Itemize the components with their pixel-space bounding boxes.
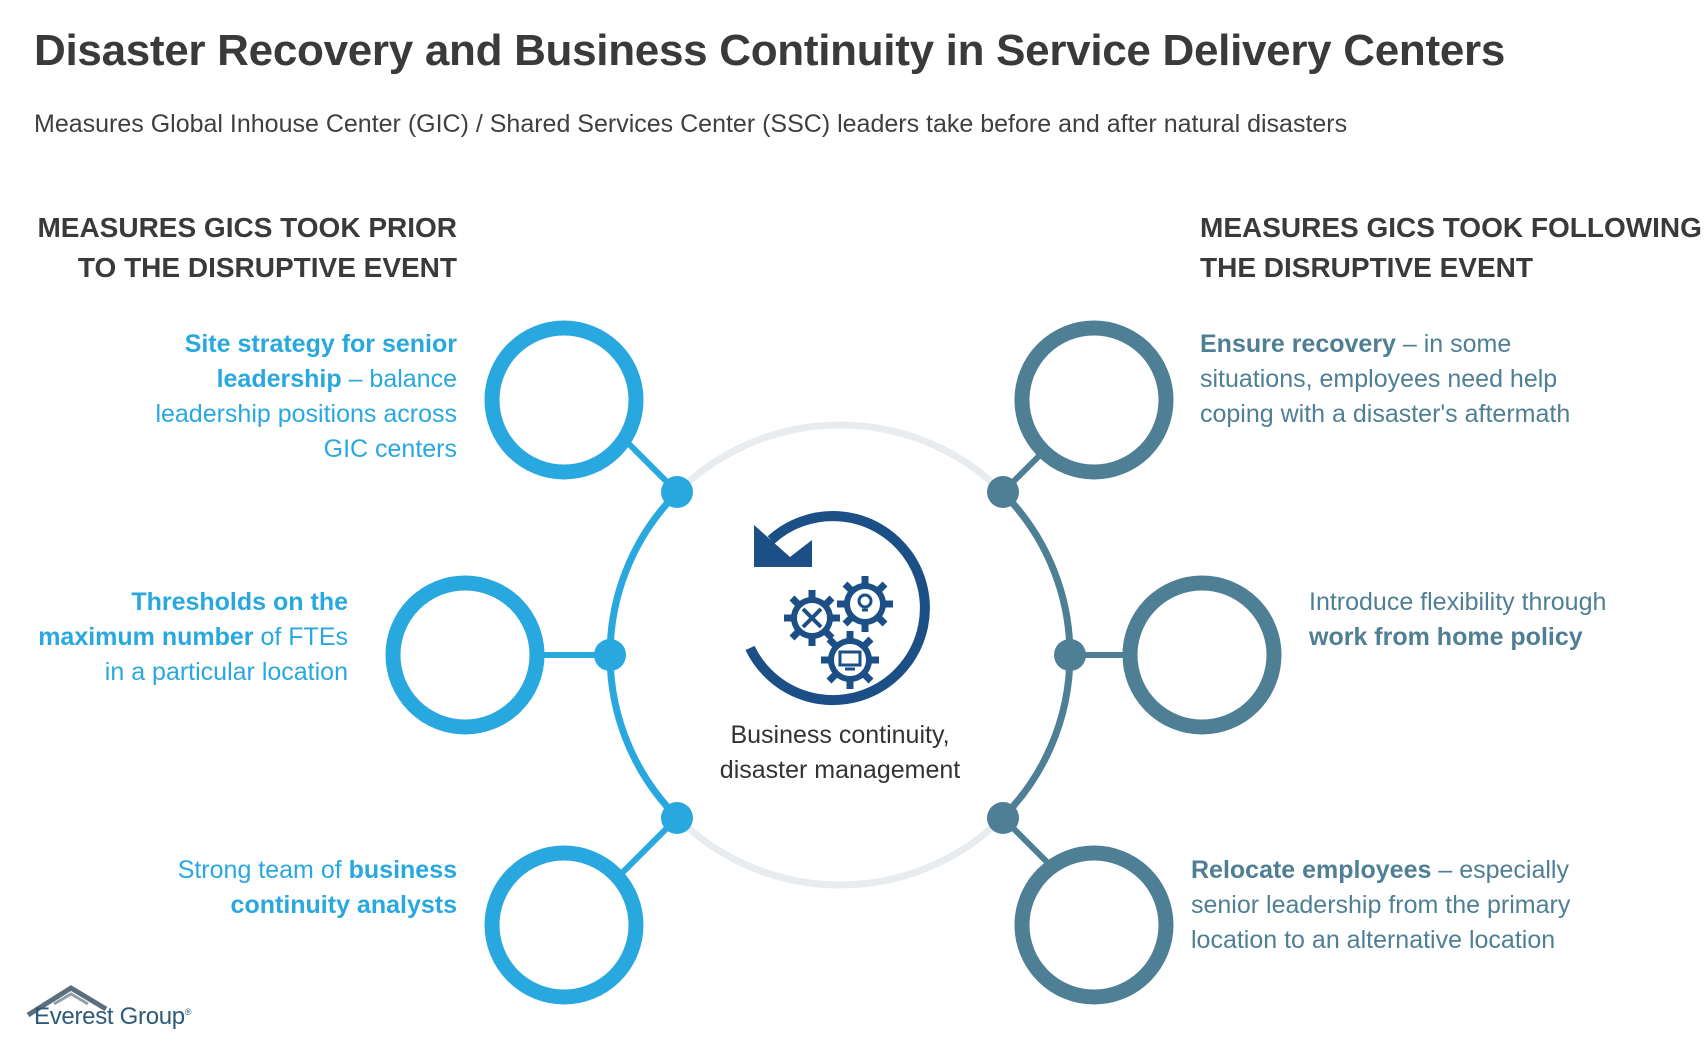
ring-left-3 [484,845,644,1005]
page-title: Disaster Recovery and Business Continuit… [34,26,1506,75]
left-item-bc-analysts: Strong team of business continuity analy… [127,853,457,923]
right-item-1-bold: Ensure recovery [1200,330,1396,358]
right-item-3-bold: Relocate employees [1191,856,1432,884]
center-label: Business continuity, disaster management [690,718,990,788]
left-item-3-bold: business continuity analysts [230,856,457,919]
left-heading-line-2: TO THE DISRUPTIVE EVENT [77,252,457,283]
brand-registered-mark: ® [184,1007,192,1017]
left-item-2-bold: Thresholds on the maximum number [38,588,348,651]
junction-left-2 [594,639,626,671]
right-column-heading: MEASURES GICS TOOK FOLLOWING THE DISRUPT… [1200,208,1702,288]
right-item-relocate: Relocate employees – especially senior l… [1191,853,1621,958]
right-heading-line-1: MEASURES GICS TOOK FOLLOWING [1200,212,1702,243]
junction-left-3 [661,802,693,834]
left-item-site-strategy: Site strategy for senior leadership – ba… [127,327,457,467]
center-label-line-1: Business continuity, [730,721,950,749]
left-item-1-bold: Site strategy for senior leadership [184,330,457,393]
right-item-1-text: – in some situations, employees need hel… [1200,330,1571,428]
junction-right-3 [987,802,1019,834]
brand-name: Everest Group [34,1003,185,1030]
cycle-gears-icon [745,511,930,706]
junction-right-1 [987,476,1019,508]
brand-wordmark: Everest Group® [34,1003,192,1031]
left-heading-line-1: MEASURES GICS TOOK PRIOR [37,212,457,243]
left-column-heading: MEASURES GICS TOOK PRIOR TO THE DISRUPTI… [37,208,457,288]
left-item-2-text: of FTEs in a particular location [104,623,348,686]
center-label-line-2: disaster management [719,756,961,784]
right-item-2-bold: work from home policy [1309,623,1583,651]
ring-left-2 [385,575,545,735]
everest-mountain-logo-icon [26,985,108,1018]
right-item-2-text: Introduce flexibility through [1309,588,1607,616]
ring-right-2 [1122,575,1282,735]
junction-left-1 [661,476,693,508]
right-item-work-from-home: Introduce flexibility through work from … [1309,585,1609,655]
right-heading-line-2: THE DISRUPTIVE EVENT [1200,252,1533,283]
right-item-3-text: – especially senior leadership from the … [1191,856,1571,954]
ring-right-3 [1014,845,1174,1005]
right-item-ensure-recovery: Ensure recovery – in some situations, em… [1200,327,1630,432]
ring-left-1 [484,320,644,480]
left-item-1-text: – balance leadership positions across GI… [155,365,457,463]
ring-right-1 [1014,320,1174,480]
left-item-3-text: Strong team of [177,856,349,884]
left-item-thresholds: Thresholds on the maximum number of FTEs… [18,585,348,690]
junction-right-2 [1054,639,1086,671]
page-subtitle: Measures Global Inhouse Center (GIC) / S… [34,110,1348,138]
